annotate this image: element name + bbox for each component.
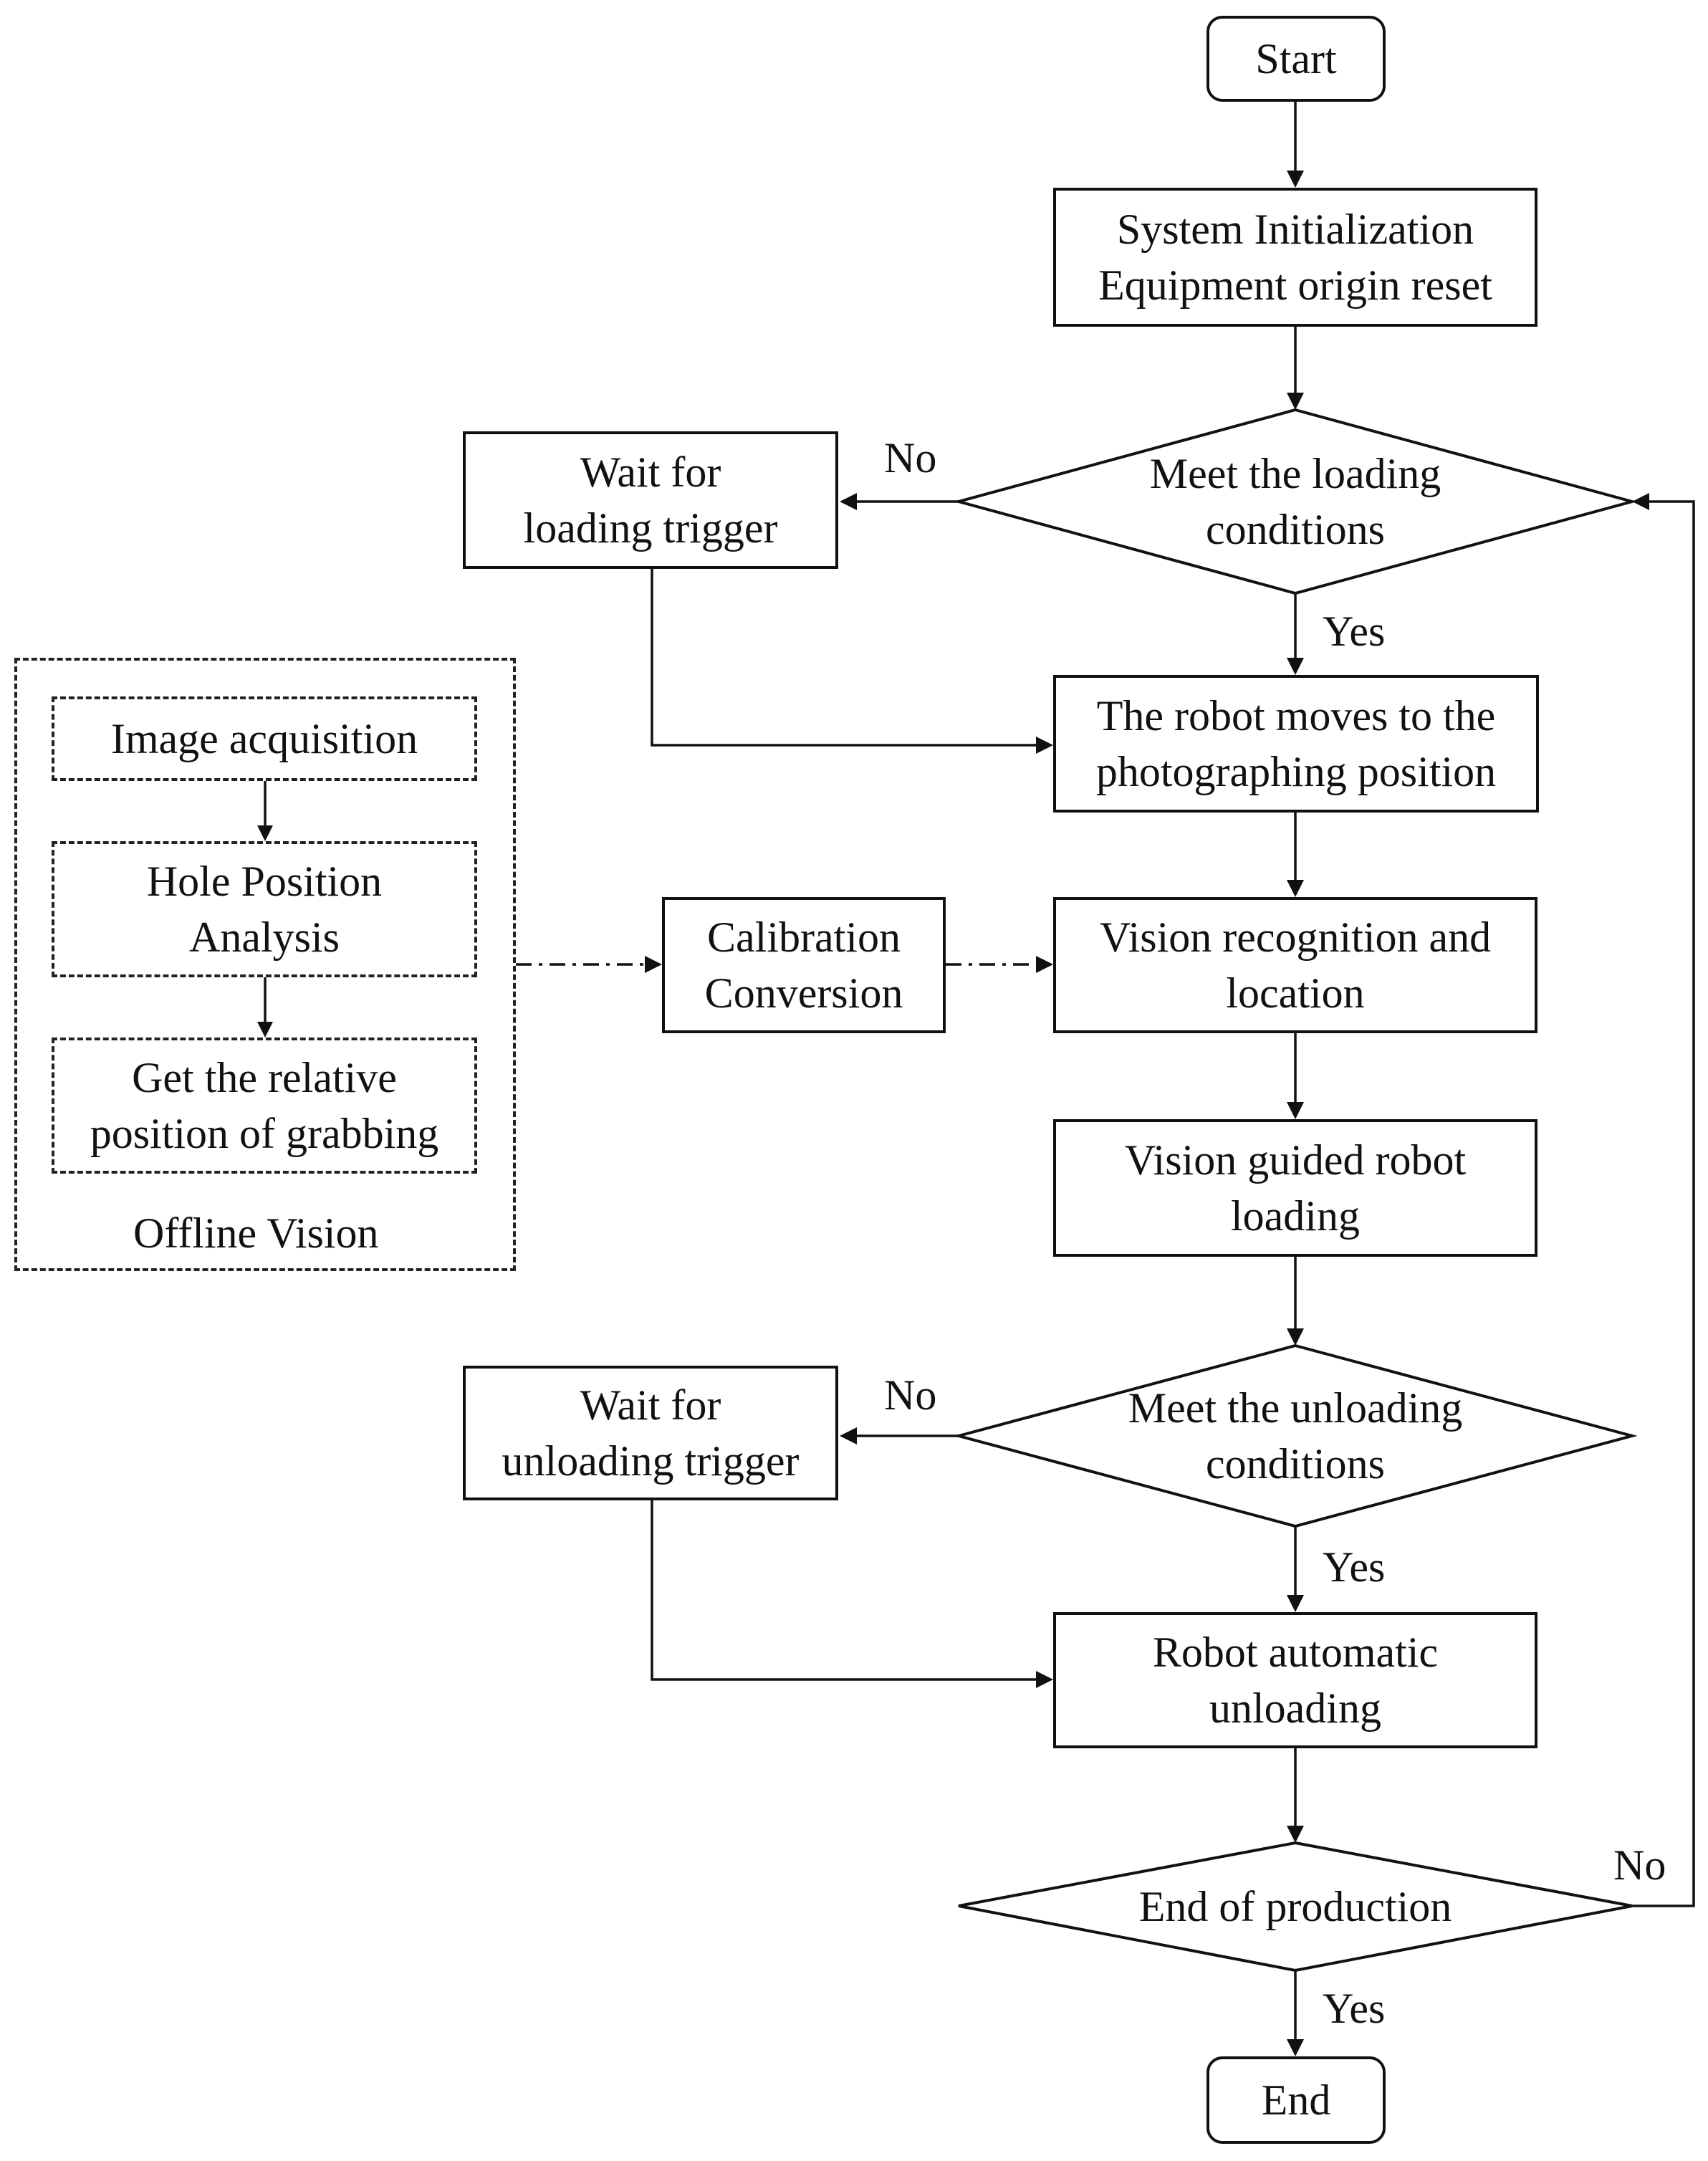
vision-recognition-line-1: Vision recognition and (1099, 914, 1492, 961)
arrowhead (1036, 956, 1053, 973)
start-terminal: Start (1206, 16, 1386, 102)
wait-unloading-line-2: unloading trigger (502, 1437, 800, 1485)
edge-end-no-loop (1632, 500, 1695, 1907)
arrowhead (1036, 1671, 1053, 1688)
robot-moves-line-2: photographing position (1095, 748, 1497, 795)
arrowhead (257, 825, 273, 841)
arrowhead (1287, 2039, 1304, 2056)
end-line-1: End (1261, 2076, 1331, 2124)
no-end-label: No (1613, 1841, 1666, 1889)
yes-end-label: Yes (1323, 1985, 1386, 2032)
wait-unloading-line-1: Wait for (580, 1381, 721, 1429)
vision-recognition-line-2: location (1226, 969, 1365, 1017)
yes-unloading-label: Yes (1323, 1543, 1386, 1591)
wait-loading-line-2: loading trigger (523, 504, 778, 552)
system-init-line-2: Equipment origin reset (1098, 262, 1492, 309)
system-init-box: System Initialization Equipment origin r… (1053, 188, 1537, 327)
calibration-box: Calibration Conversion (662, 897, 946, 1033)
vision-guided-box: Vision guided robot loading (1053, 1119, 1537, 1257)
arrowhead (1287, 1328, 1304, 1346)
meet-unloading-decision: Meet the unloading conditions (959, 1346, 1632, 1526)
relative-position-line-1: Get the relative (132, 1054, 397, 1101)
hole-position-line-1: Hole Position (146, 858, 383, 905)
yes-loading-label: Yes (1323, 608, 1386, 655)
meet-unloading-line-1: Meet the unloading (1128, 1384, 1463, 1432)
end-terminal: End (1206, 2056, 1386, 2144)
meet-loading-line-2: conditions (1206, 506, 1385, 553)
start-line-1: Start (1255, 35, 1337, 82)
wait-loading-box: Wait for loading trigger (463, 431, 838, 569)
edge-waitloading-robotmoves (651, 569, 1039, 747)
meet-unloading-line-2: conditions (1206, 1440, 1385, 1487)
vision-guided-line-1: Vision guided robot (1124, 1136, 1467, 1184)
image-acquisition-box: Image acquisition (52, 696, 477, 781)
hole-position-box: Hole Position Analysis (52, 841, 477, 977)
robot-unloading-line-2: unloading (1209, 1685, 1381, 1732)
wait-unloading-box: Wait for unloading trigger (463, 1366, 838, 1500)
offline-vision-label: Offline Vision (133, 1209, 379, 1257)
robot-unloading-line-1: Robot automatic (1152, 1629, 1439, 1676)
vision-recognition-box: Vision recognition and location (1053, 897, 1537, 1033)
arrowhead (1287, 658, 1304, 675)
arrowhead (1287, 393, 1304, 410)
arrowhead (1287, 1595, 1304, 1612)
arrowhead (1632, 493, 1649, 510)
calibration-line-1: Calibration (707, 914, 901, 961)
end-production-decision: End of production (959, 1843, 1632, 1970)
arrowhead (1287, 171, 1304, 188)
arrowhead (1036, 737, 1053, 754)
meet-loading-line-1: Meet the loading (1149, 450, 1441, 497)
arrowhead (840, 493, 857, 510)
no-loading-label: No (884, 434, 937, 481)
system-init-line-1: System Initialization (1116, 206, 1474, 253)
arrowhead (645, 956, 662, 973)
robot-moves-box: The robot moves to the photographing pos… (1053, 675, 1539, 813)
robot-unloading-box: Robot automatic unloading (1053, 1612, 1537, 1748)
arrowhead (1287, 1102, 1304, 1119)
arrowhead (257, 1022, 273, 1038)
wait-loading-line-1: Wait for (580, 449, 721, 496)
arrowhead (840, 1427, 857, 1444)
hole-position-line-2: Analysis (189, 914, 340, 961)
no-unloading-label: No (884, 1371, 937, 1419)
robot-moves-line-1: The robot moves to the (1096, 692, 1496, 739)
arrowhead (1287, 1826, 1304, 1843)
vision-guided-line-2: loading (1231, 1192, 1360, 1240)
offline-vision-group (14, 658, 516, 1271)
calibration-line-2: Conversion (704, 969, 903, 1017)
image-acquisition-line-1: Image acquisition (110, 715, 418, 762)
edge-waitunloading-robotunload (651, 1500, 1039, 1681)
end-production-line-1: End of production (1138, 1883, 1452, 1930)
arrowhead (1287, 880, 1304, 897)
meet-loading-decision: Meet the loading conditions (959, 410, 1632, 593)
relative-position-line-2: position of grabbing (90, 1110, 439, 1157)
relative-position-box: Get the relative position of grabbing (52, 1038, 477, 1174)
